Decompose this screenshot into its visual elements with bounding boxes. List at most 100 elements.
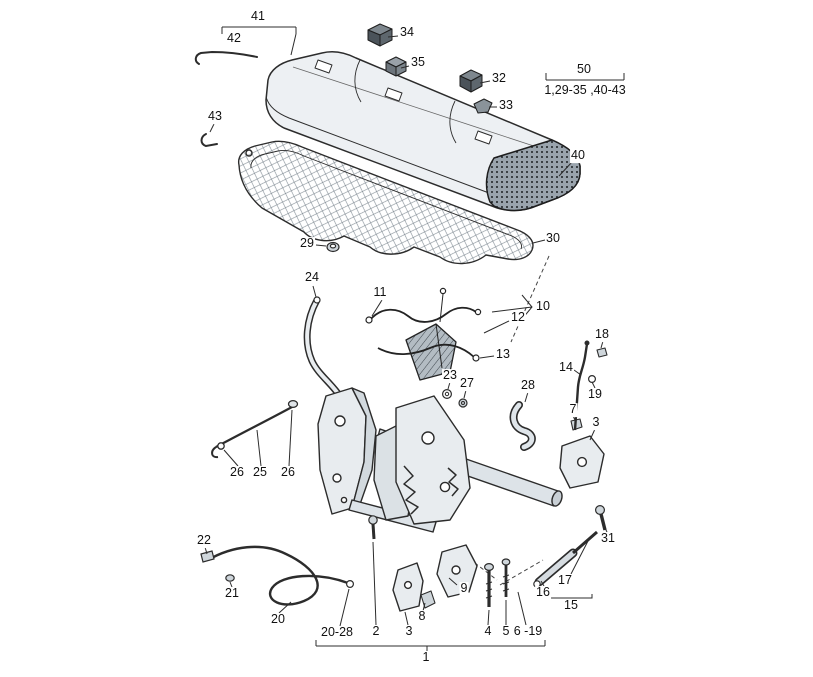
bolt-2-shaft xyxy=(371,523,376,540)
handle-28-inner xyxy=(511,402,535,450)
callout-31-31[interactable]: 31 xyxy=(600,531,616,546)
return-spring xyxy=(447,467,459,497)
callout-27-21[interactable]: 27 xyxy=(459,376,475,391)
strut-rod xyxy=(572,530,598,555)
leader-8 xyxy=(422,602,426,612)
callout-3-24[interactable]: 3 xyxy=(591,415,601,430)
callout-41-0[interactable]: 41 xyxy=(250,9,266,24)
callout-18-17[interactable]: 18 xyxy=(594,327,610,342)
callout-24-12[interactable]: 24 xyxy=(304,270,320,285)
leader-13 xyxy=(479,355,495,359)
leader-22 xyxy=(204,546,208,555)
callout-30-11[interactable]: 30 xyxy=(545,231,561,246)
leader-4 xyxy=(487,609,490,626)
leader-3-bottom xyxy=(404,611,409,626)
callout-28-22[interactable]: 28 xyxy=(520,378,536,393)
callout-21-29[interactable]: 21 xyxy=(224,586,240,601)
callout-26-27[interactable]: 26 xyxy=(280,465,296,480)
callout-32-4[interactable]: 32 xyxy=(491,71,507,86)
grommet-29 xyxy=(326,241,340,253)
mesh-frame-hook xyxy=(245,149,253,157)
leader-16 xyxy=(540,580,545,587)
callout-17-32[interactable]: 17 xyxy=(557,573,573,588)
callout-1-29-35-40-43-7[interactable]: 1,29-35 ,40-43 xyxy=(543,83,627,98)
upholstery-patch-40-texture xyxy=(486,140,580,211)
callout-14-18[interactable]: 14 xyxy=(558,360,574,375)
center-plate-hole xyxy=(421,431,435,445)
clip-18 xyxy=(596,347,608,358)
rod-clip-26-left xyxy=(217,442,225,450)
leader-14 xyxy=(573,369,582,376)
leader-9 xyxy=(448,577,458,586)
callout-3-39[interactable]: 3 xyxy=(404,624,414,639)
callout-29-10[interactable]: 29 xyxy=(299,236,315,251)
left-bracket-hole xyxy=(340,496,348,504)
wire-rods xyxy=(194,50,258,148)
leader-43 xyxy=(209,123,215,133)
callout-43-8[interactable]: 43 xyxy=(207,109,223,124)
cable-grommet-21 xyxy=(225,574,235,582)
callout-40-9[interactable]: 40 xyxy=(570,148,586,163)
leader-30 xyxy=(532,239,546,244)
seat-frame-mechanism xyxy=(317,340,608,612)
cable-11 xyxy=(369,306,477,323)
callout-20-30[interactable]: 20 xyxy=(270,612,286,627)
leader-26-left xyxy=(223,449,239,467)
callout-26-25[interactable]: 26 xyxy=(229,465,245,480)
bracket-1 xyxy=(315,640,546,651)
rod-14-end xyxy=(584,340,590,346)
leader-19 xyxy=(591,381,596,389)
cable-clip-22 xyxy=(200,550,215,563)
callout-50-6[interactable]: 50 xyxy=(576,62,592,77)
leader-11 xyxy=(371,299,383,317)
callout-4-40[interactable]: 4 xyxy=(483,624,493,639)
floor-bracket-3-hole xyxy=(403,580,413,590)
callout-42-1[interactable]: 42 xyxy=(226,31,242,46)
callout-22-28[interactable]: 22 xyxy=(196,533,212,548)
callout-19-19[interactable]: 19 xyxy=(587,387,603,402)
bowden-cable-20 xyxy=(200,545,355,606)
cable-20-wire xyxy=(207,545,349,606)
bench-slot xyxy=(314,59,333,74)
callout-9-35[interactable]: 9 xyxy=(459,581,469,596)
leader-27 xyxy=(463,389,467,399)
leader-28 xyxy=(524,391,529,403)
cover-32 xyxy=(459,69,483,93)
leader-3-right xyxy=(589,428,596,441)
callout-23-20[interactable]: 23 xyxy=(442,368,458,383)
callout-34-2[interactable]: 34 xyxy=(399,25,415,40)
callout-13-16[interactable]: 13 xyxy=(495,347,511,362)
bench-cushion-seam xyxy=(449,100,457,144)
release-lever-24 xyxy=(303,296,350,410)
callout-11-13[interactable]: 11 xyxy=(372,285,388,300)
callout-2-38[interactable]: 2 xyxy=(371,624,381,639)
leader-2 xyxy=(372,541,377,626)
leader-24 xyxy=(312,285,317,298)
nut-27 xyxy=(458,398,468,408)
callout-8-36[interactable]: 8 xyxy=(417,609,427,624)
leader-21 xyxy=(229,581,233,588)
leader-35 xyxy=(400,65,410,69)
callout-5-41[interactable]: 5 xyxy=(501,624,511,639)
callout-1-43[interactable]: 1 xyxy=(421,650,431,665)
callout-10-14[interactable]: 10 xyxy=(535,299,551,314)
leader-25 xyxy=(256,429,262,467)
callout-15-34[interactable]: 15 xyxy=(563,598,579,613)
callout-7-23[interactable]: 7 xyxy=(568,402,578,417)
callout-16-33[interactable]: 16 xyxy=(535,585,551,600)
callout-20-28-37[interactable]: 20-28 xyxy=(320,625,354,640)
cable-20-end xyxy=(346,579,355,588)
bench-slot xyxy=(474,130,493,145)
callout-12-15[interactable]: 12 xyxy=(510,310,526,325)
callout-35-3[interactable]: 35 xyxy=(410,55,426,70)
latch-plate-hatch xyxy=(406,324,456,380)
bolt-5-threads xyxy=(502,574,510,592)
right-bracket-hole xyxy=(576,456,588,468)
washer-23 xyxy=(442,389,453,400)
callout-25-26[interactable]: 25 xyxy=(252,465,268,480)
callout-33-5[interactable]: 33 xyxy=(498,98,514,113)
leader-32 xyxy=(479,80,491,84)
floor-bracket-9-hole xyxy=(451,565,461,575)
callout-6-19-42[interactable]: 6 -19 xyxy=(512,624,544,639)
